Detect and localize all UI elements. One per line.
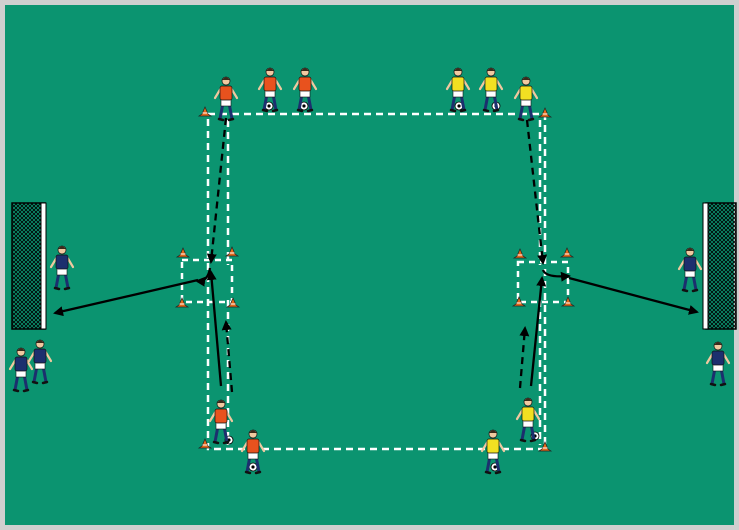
- ball-icon: [249, 463, 257, 471]
- left-goal-net-icon: [12, 203, 46, 329]
- pitch-surface: [5, 5, 734, 525]
- right-goal-net-icon: [703, 203, 736, 329]
